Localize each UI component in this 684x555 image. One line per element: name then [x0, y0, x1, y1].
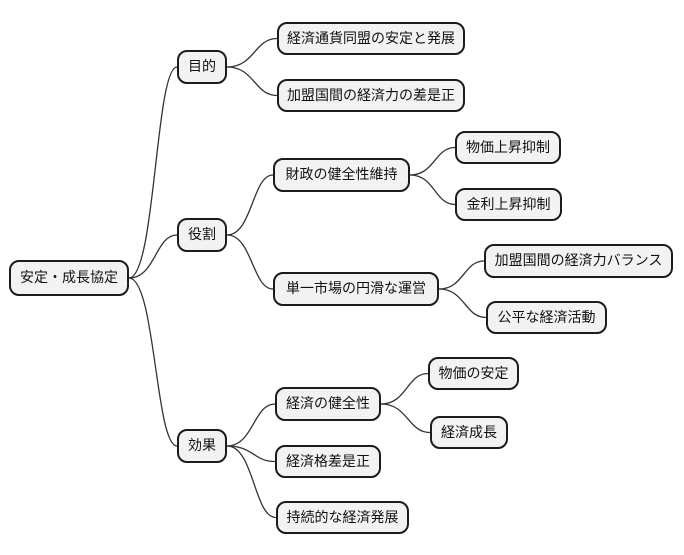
edge-role-single-market-smooth-operation — [226, 234, 274, 290]
node-label-economic-soundness: 経済の健全性 — [286, 396, 370, 412]
node-fair-economic-activity: 公平な経済活動 — [486, 301, 607, 334]
node-label-single-market-smooth-operation: 単一市場の円滑な運営 — [286, 281, 426, 297]
node-label-sustainable-economic-development: 持続的な経済発展 — [286, 509, 399, 526]
edge-purpose-emu-stability-development — [226, 37, 278, 68]
node-label-effect: 効果 — [188, 438, 216, 454]
node-label-price-stability: 物価の安定 — [438, 365, 509, 382]
node-effect: 効果 — [177, 429, 227, 463]
node-purpose: 目的 — [177, 50, 227, 84]
edge-single-market-smooth-operation-member-economic-balance — [438, 260, 485, 290]
edge-stability-growth-pact-effect — [128, 277, 178, 447]
node-label-economic-gap-correction: 経済格差是正 — [286, 453, 370, 470]
node-member-economic-gap-correction: 加盟国間の経済力の差是正 — [277, 79, 465, 112]
node-label-price-rise-control: 物価上昇抑制 — [466, 139, 550, 156]
node-price-stability: 物価の安定 — [428, 357, 519, 390]
node-label-interest-rise-control: 金利上昇抑制 — [466, 196, 551, 213]
node-label-economic-growth: 経済成長 — [441, 424, 497, 441]
edge-economic-soundness-price-stability — [380, 372, 429, 405]
node-label-member-economic-balance: 加盟国間の経済力バランス — [494, 253, 663, 269]
edge-fiscal-soundness-maintenance-interest-rise-control — [409, 174, 456, 206]
node-label-emu-stability-development: 経済通貨同盟の安定と発展 — [287, 30, 455, 47]
edge-effect-economic-soundness — [226, 403, 276, 447]
edge-stability-growth-pact-purpose — [128, 66, 178, 279]
edge-effect-sustainable-economic-development — [226, 445, 277, 519]
node-emu-stability-development: 経済通貨同盟の安定と発展 — [277, 22, 465, 55]
node-fiscal-soundness-maintenance: 財政の健全性維持 — [273, 158, 410, 192]
edge-fiscal-soundness-maintenance-price-rise-control — [409, 146, 456, 176]
node-interest-rise-control: 金利上昇抑制 — [455, 188, 562, 221]
node-sustainable-economic-development: 持続的な経済発展 — [276, 501, 409, 534]
node-economic-gap-correction: 経済格差是正 — [275, 445, 381, 478]
edge-stability-growth-pact-role — [128, 234, 178, 279]
node-label-purpose: 目的 — [188, 59, 216, 75]
node-role: 役割 — [177, 218, 227, 252]
edge-effect-economic-gap-correction — [226, 445, 276, 463]
node-label-fiscal-soundness-maintenance: 財政の健全性維持 — [285, 167, 398, 183]
edge-purpose-member-economic-gap-correction — [226, 66, 278, 97]
node-label-stability-growth-pact: 安定・成長協定 — [20, 270, 118, 286]
node-label-member-economic-gap-correction: 加盟国間の経済力の差是正 — [287, 87, 455, 104]
node-single-market-smooth-operation: 単一市場の円滑な運営 — [273, 272, 439, 306]
node-member-economic-balance: 加盟国間の経済力バランス — [484, 244, 673, 278]
edge-role-fiscal-soundness-maintenance — [226, 174, 274, 236]
edge-economic-soundness-economic-growth — [380, 403, 431, 434]
node-price-rise-control: 物価上昇抑制 — [455, 131, 561, 164]
node-label-fair-economic-activity: 公平な経済活動 — [497, 309, 596, 326]
edge-single-market-smooth-operation-fair-economic-activity — [438, 288, 487, 319]
node-stability-growth-pact: 安定・成長協定 — [9, 260, 129, 296]
node-economic-soundness: 経済の健全性 — [275, 387, 381, 421]
node-label-role: 役割 — [188, 227, 216, 243]
node-economic-growth: 経済成長 — [430, 416, 508, 449]
